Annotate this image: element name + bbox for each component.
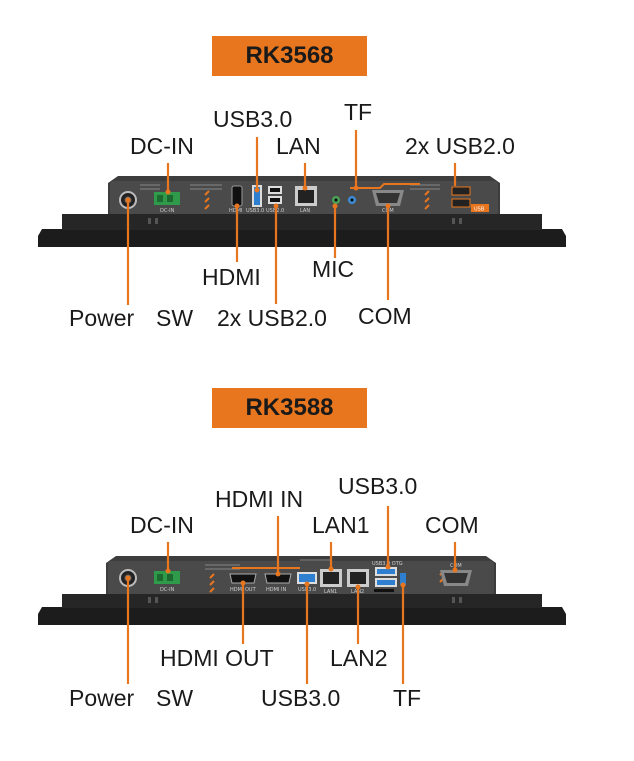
label-hdmi: HDMI xyxy=(202,264,261,290)
label-usb30-bottom: USB3.0 xyxy=(261,685,341,711)
tf-slot xyxy=(400,573,406,585)
label-usb30-top: USB3.0 xyxy=(338,473,418,499)
rk3568-panel-bezel xyxy=(38,229,566,247)
label-dcin-2: DC-IN xyxy=(130,512,194,538)
rk3568-device-illustration: DC-IN HDMI USB3.0 USB2.0 LAN COM USB xyxy=(38,130,566,305)
label-power: Power xyxy=(69,305,135,331)
rk3588-panel-bezel xyxy=(38,607,566,625)
model-badge-rk3568: RK3568 xyxy=(212,36,367,76)
hdmi-in-port xyxy=(264,573,292,584)
label-com: COM xyxy=(358,303,412,329)
hdmi-out-port xyxy=(229,573,257,584)
label-mic: MIC xyxy=(312,256,355,282)
label-usb30: USB3.0 xyxy=(213,106,293,132)
label-dcin: DC-IN xyxy=(130,133,194,159)
label-sw-2: SW xyxy=(156,685,194,711)
label-hdmi-in: HDMI IN xyxy=(215,486,304,512)
usb30-port xyxy=(254,187,260,205)
label-sw: SW xyxy=(156,305,194,331)
svg-text:USB3.0: USB3.0 xyxy=(246,208,264,214)
svg-text:DC-IN: DC-IN xyxy=(160,587,175,593)
label-usb20-bottom: 2x USB2.0 xyxy=(217,305,327,331)
label-lan2: LAN2 xyxy=(330,645,388,671)
label-tf: TF xyxy=(344,99,373,125)
svg-text:USB: USB xyxy=(474,207,485,213)
usb30-port-2 xyxy=(299,574,315,582)
model-badge-rk3588: RK3588 xyxy=(212,388,367,428)
label-lan1: LAN1 xyxy=(312,512,370,538)
label-com-2: COM xyxy=(425,512,479,538)
label-lan: LAN xyxy=(276,133,321,159)
svg-text:HDMI IN: HDMI IN xyxy=(266,587,286,593)
label-usb20-right: 2x USB2.0 xyxy=(405,133,515,159)
label-tf-2: TF xyxy=(393,685,422,711)
svg-text:LAN1: LAN1 xyxy=(324,589,337,595)
svg-text:LAN: LAN xyxy=(300,208,310,214)
port-text-dcin: DC-IN xyxy=(160,208,175,214)
svg-text:HDMI: HDMI xyxy=(229,208,242,214)
label-power-2: Power xyxy=(69,685,135,711)
label-hdmi-out: HDMI OUT xyxy=(160,645,274,671)
